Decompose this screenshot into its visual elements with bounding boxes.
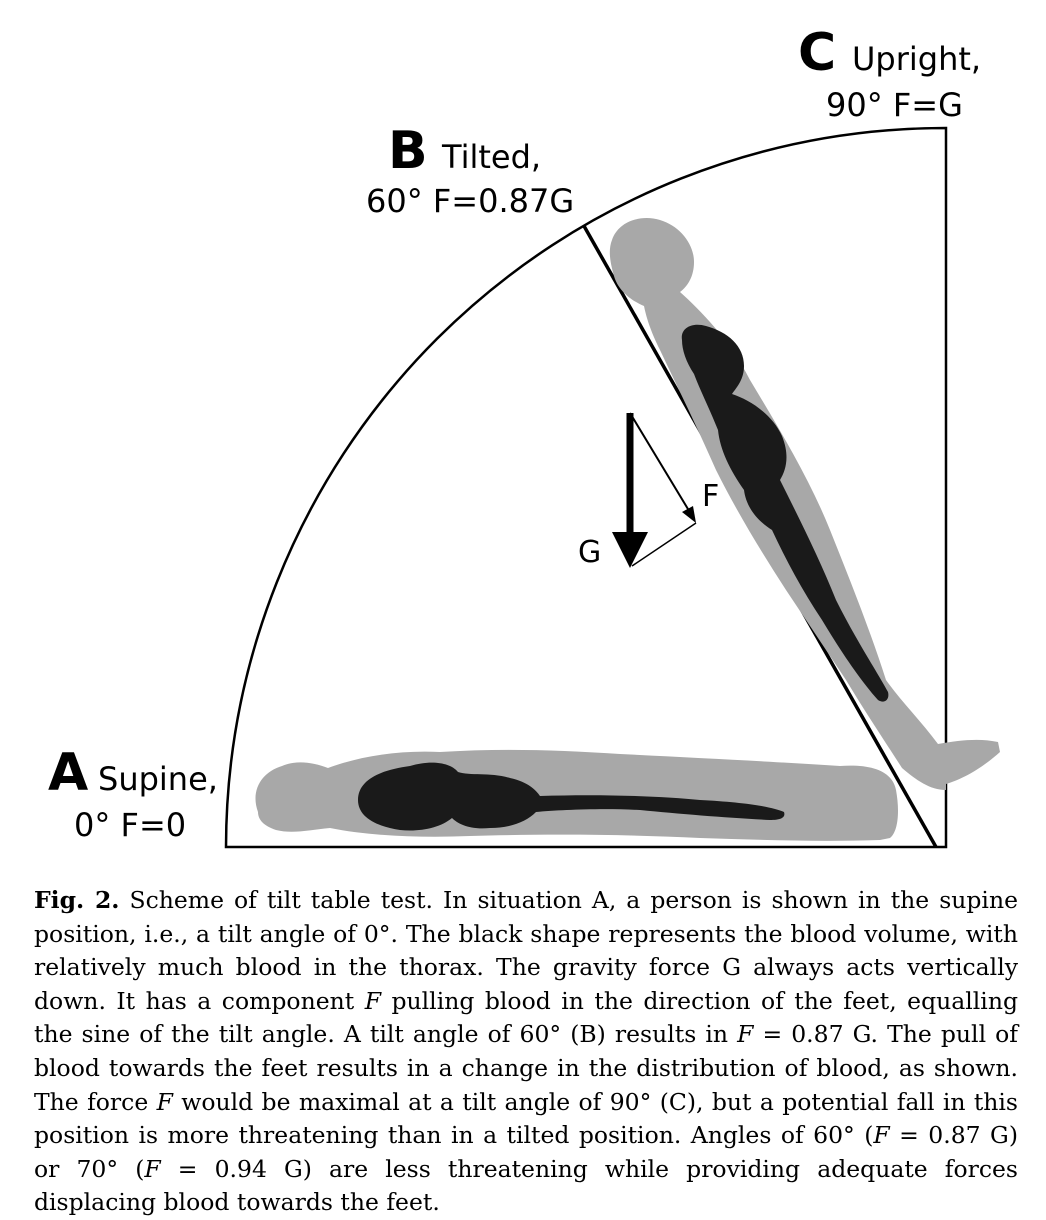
caption-fig-label: Fig. 2. [34,886,120,914]
caption-f-1: F [364,986,381,1015]
label-c-value: 90° F=G [826,86,963,124]
force-f-arrow [629,412,695,520]
label-c-letter: C [798,23,836,83]
label-a-letter: A [48,743,88,803]
caption-text-3: = 0.87 G. The pull of blood towards the … [34,1020,1018,1116]
figure-caption: Fig. 2. Scheme of tilt table test. In si… [34,884,1018,1220]
force-f-label: F [702,479,719,514]
label-b-value: 60° F=0.87G [366,182,574,220]
caption-text-6: = 0.94 G) are less threatening while pro… [34,1154,1018,1217]
caption-text-4: would be maximal at a tilt angle of 90° … [34,1087,1018,1150]
tilt-table-diagram: A Supine, 0° F=0 B Tilted, 60° F=0.87G C… [48,23,1000,849]
label-a-value: 0° F=0 [74,806,186,844]
caption-text-2: pulling blood in the direction of the fe… [34,986,1018,1049]
tilted-blood [681,324,889,702]
force-vectors [612,412,697,568]
label-c-name: Upright, [852,40,981,78]
force-g-label: G [578,535,601,570]
caption-text-1: Scheme of tilt table test. In situation … [34,886,1018,1015]
label-c: C Upright, 90° F=G [798,23,981,124]
caption-f-4: F [873,1121,890,1150]
caption-f-2: F [737,1020,754,1049]
label-a-name: Supine, [98,760,218,798]
force-f-arrow-head [682,506,696,523]
tilted-body [609,218,1000,790]
svg-text:A: A [48,743,88,803]
label-a: A Supine, 0° F=0 [48,743,218,844]
label-b: B Tilted, 60° F=0.87G [366,121,574,220]
caption-f-5: F [144,1154,161,1183]
label-b-letter: B [388,121,428,181]
label-b-name: Tilted, [441,138,541,176]
supine-blood [358,762,785,831]
quarter-circle-frame [224,126,948,849]
gravity-arrow-head [612,532,648,568]
caption-text-5: = 0.87 G) or 70° ( [34,1121,1018,1183]
caption-f-3: F [156,1087,173,1116]
force-triangle-side [631,522,697,567]
